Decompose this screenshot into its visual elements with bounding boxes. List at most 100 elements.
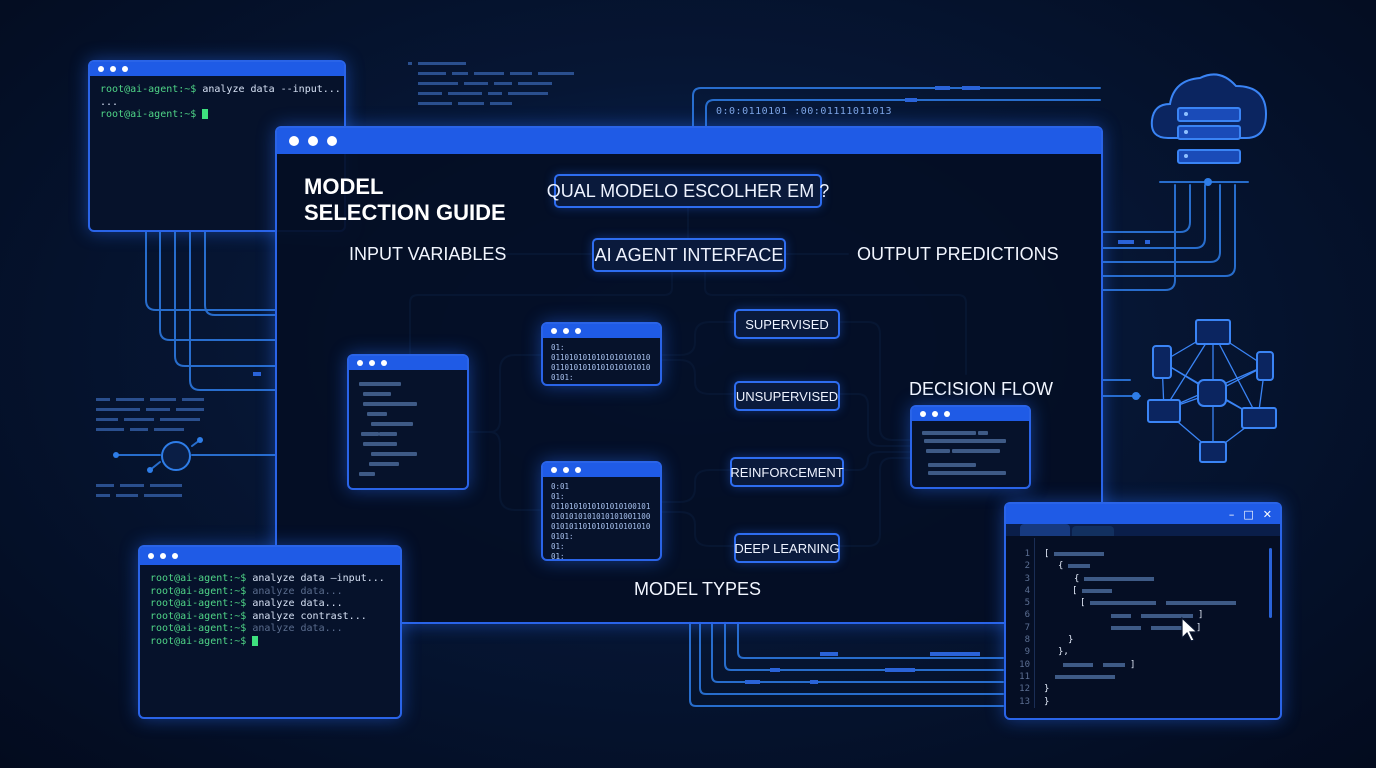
window-dot-icon[interactable] bbox=[308, 136, 318, 146]
terminal-line: root@ai-agent:~$ analyze data... bbox=[150, 586, 390, 599]
terminal-cursor bbox=[252, 635, 259, 646]
model-type-label: UNSUPERVISED bbox=[735, 388, 839, 404]
code-line: 7] bbox=[1012, 622, 1241, 634]
terminal-prompt: root@ai-agent:~$ bbox=[150, 610, 247, 622]
terminal-line: root@ai-agent:~$ bbox=[150, 635, 390, 649]
line-number: 1 bbox=[1024, 549, 1030, 559]
window-dot-icon[interactable] bbox=[327, 136, 337, 146]
binary-window-top[interactable]: 01: 0110101010101010101010 0110101010101… bbox=[541, 322, 662, 386]
decision-flow-label: DECISION FLOW bbox=[909, 379, 1054, 399]
window-dot-icon[interactable] bbox=[563, 328, 569, 334]
cloud-server-icon bbox=[1150, 73, 1268, 164]
terminal-window-bottom[interactable]: root@ai-agent:~$ analyze data —input...r… bbox=[138, 545, 402, 719]
code-bracket: } bbox=[1044, 696, 1050, 707]
editor-tab-strip bbox=[1006, 524, 1280, 536]
window-dot-icon[interactable] bbox=[920, 411, 926, 417]
window-dot-icon[interactable] bbox=[563, 467, 569, 473]
code-line: 8} bbox=[1012, 634, 1241, 646]
window-dot-icon[interactable] bbox=[289, 136, 299, 146]
terminal-title-bar[interactable] bbox=[140, 547, 400, 565]
binary-data: 0:01 01: 0110101010101010100101 01010101… bbox=[551, 482, 651, 561]
window-dot-icon[interactable] bbox=[575, 328, 581, 334]
question-button[interactable]: QUAL MODELO ESCOLHER EM ? bbox=[547, 174, 829, 208]
terminal-prompt: root@ai-agent:~$ bbox=[150, 635, 247, 647]
editor-tab[interactable] bbox=[1072, 526, 1114, 536]
model-type-unsupervised-button[interactable]: UNSUPERVISED bbox=[734, 381, 840, 411]
code-bracket: } bbox=[1068, 635, 1074, 646]
window-title-bar[interactable] bbox=[912, 407, 1029, 421]
window-dot-icon[interactable] bbox=[369, 360, 375, 366]
window-dot-icon[interactable] bbox=[381, 360, 387, 366]
model-type-reinforcement-button[interactable]: REINFORCEMENT bbox=[730, 457, 844, 487]
window-dot-icon[interactable] bbox=[551, 328, 557, 334]
line-number: 9 bbox=[1024, 647, 1030, 658]
editor-title-bar[interactable]: – □ ✕ bbox=[1006, 504, 1280, 524]
code-bracket: { bbox=[1058, 561, 1064, 572]
terminal-prompt: root@ai-agent:~$ bbox=[150, 585, 247, 597]
input-data-window[interactable] bbox=[347, 354, 469, 490]
window-dot-icon[interactable] bbox=[357, 360, 363, 366]
main-window[interactable] bbox=[275, 126, 1103, 624]
binary-window-bottom[interactable]: 0:01 01: 0110101010101010100101 01010101… bbox=[541, 461, 662, 561]
binary-data: 01: 0110101010101010101010 0110101010101… bbox=[551, 343, 651, 382]
terminal-command: analyze data... bbox=[246, 623, 343, 634]
ai-agent-interface-button[interactable]: AI AGENT INTERFACE bbox=[592, 238, 786, 272]
terminal-prompt: root@ai-agent:~$ bbox=[150, 573, 247, 584]
line-number: 7 bbox=[1024, 622, 1030, 633]
model-type-supervised-button[interactable]: SUPERVISED bbox=[734, 309, 840, 339]
line-number: 5 bbox=[1024, 598, 1030, 609]
window-dot-icon[interactable] bbox=[110, 66, 116, 72]
model-type-label: SUPERVISED bbox=[745, 316, 829, 332]
editor-tab[interactable] bbox=[1020, 524, 1070, 536]
window-dot-icon[interactable] bbox=[122, 66, 128, 72]
maximize-icon[interactable]: □ bbox=[1243, 507, 1254, 521]
code-bracket: ] bbox=[1130, 659, 1136, 670]
code-line: 12} bbox=[1012, 683, 1241, 695]
window-dot-icon[interactable] bbox=[932, 411, 938, 417]
code-line: 4[ bbox=[1012, 585, 1241, 597]
line-number: 12 bbox=[1019, 684, 1030, 695]
terminal-line: root@ai-agent:~$ analyze contrast... bbox=[150, 611, 390, 624]
line-number: 3 bbox=[1024, 573, 1030, 584]
circuit-node-icon bbox=[161, 441, 191, 471]
interface-label: AI AGENT INTERFACE bbox=[594, 244, 784, 265]
minimize-icon[interactable]: – bbox=[1228, 507, 1235, 521]
editor-scrollbar[interactable] bbox=[1269, 548, 1272, 618]
decision-flow-window[interactable] bbox=[910, 405, 1031, 489]
terminal-prompt: root@ai-agent:~$ bbox=[150, 598, 247, 609]
code-line: 6] bbox=[1012, 609, 1241, 621]
code-bracket: } bbox=[1044, 684, 1050, 695]
line-number: 13 bbox=[1019, 696, 1030, 707]
window-dot-icon[interactable] bbox=[944, 411, 950, 417]
code-bracket: }, bbox=[1058, 647, 1069, 658]
model-types-label: MODEL TYPES bbox=[634, 579, 762, 599]
line-number: 6 bbox=[1024, 610, 1030, 621]
terminal-line: root@ai-agent:~$ analyze data —input... bbox=[150, 573, 390, 586]
terminal-output: root@ai-agent:~$ analyze data —input...r… bbox=[140, 565, 400, 656]
window-title-bar[interactable] bbox=[349, 356, 467, 370]
main-title-bar[interactable] bbox=[277, 128, 1101, 154]
page-title: MODEL SELECTION GUIDE bbox=[304, 174, 506, 226]
line-number: 2 bbox=[1024, 561, 1030, 572]
window-dot-icon[interactable] bbox=[575, 467, 581, 473]
terminal-line: root@ai-agent:~$ analyze data... bbox=[150, 598, 390, 611]
window-dot-icon[interactable] bbox=[551, 467, 557, 473]
line-number: 11 bbox=[1019, 671, 1030, 682]
binary-stream: 0:0:0110101 :00:01111011013 bbox=[716, 106, 893, 117]
model-type-deep-learning-button[interactable]: DEEP LEARNING bbox=[734, 533, 840, 563]
window-title-bar[interactable] bbox=[543, 463, 660, 477]
page-title-line: MODEL bbox=[304, 174, 384, 199]
terminal-prompt: root@ai-agent:~$ bbox=[100, 109, 197, 120]
code-line: 10] bbox=[1012, 659, 1241, 671]
window-dot-icon[interactable] bbox=[148, 553, 154, 559]
code-line: 1[ bbox=[1012, 548, 1241, 560]
window-dot-icon[interactable] bbox=[160, 553, 166, 559]
window-dot-icon[interactable] bbox=[98, 66, 104, 72]
window-dot-icon[interactable] bbox=[172, 553, 178, 559]
window-title-bar[interactable] bbox=[543, 324, 660, 338]
close-icon[interactable]: ✕ bbox=[1262, 507, 1272, 521]
input-variables-label: INPUT VARIABLES bbox=[349, 244, 507, 264]
terminal-title-bar[interactable] bbox=[90, 62, 344, 76]
